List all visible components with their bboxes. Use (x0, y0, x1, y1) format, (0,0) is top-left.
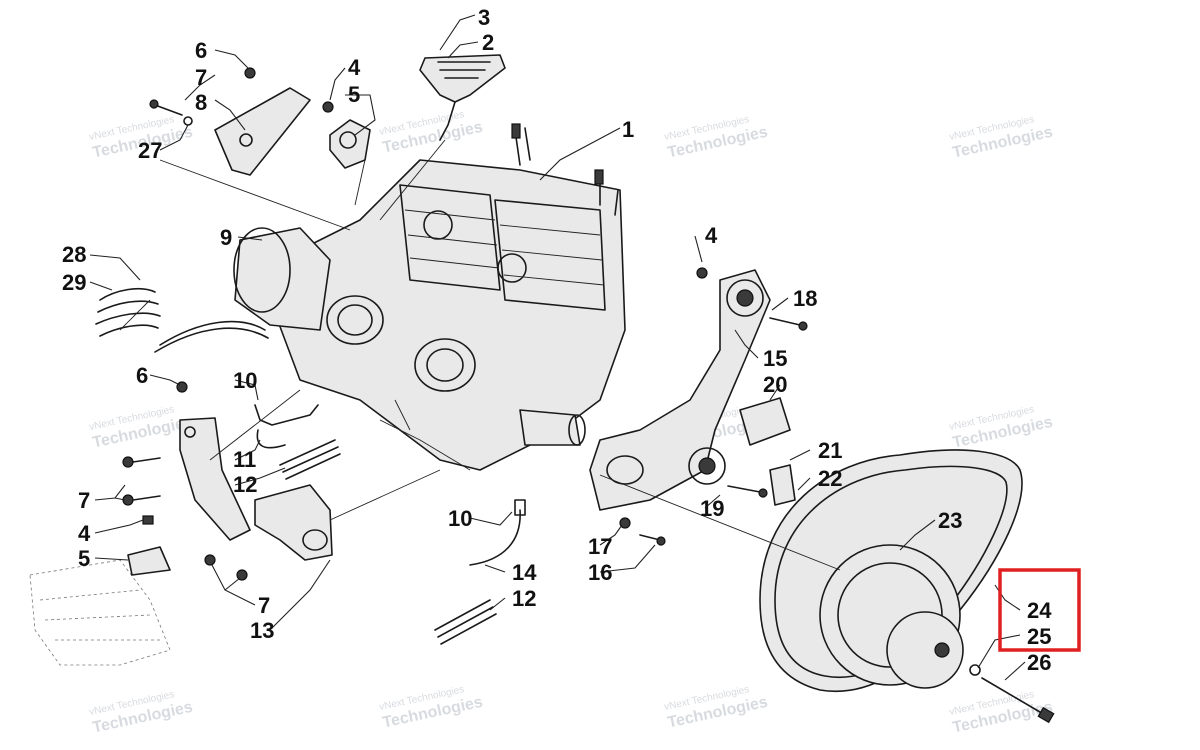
chaincase-plate (589, 267, 808, 546)
callout-10: 10 (233, 368, 257, 393)
callout-5: 5 (348, 82, 360, 107)
callout-4: 4 (348, 55, 361, 80)
callout-24: 24 (1027, 598, 1052, 623)
rear-engine-mount (122, 381, 333, 581)
callout-20: 20 (763, 372, 787, 397)
callout-10: 10 (448, 506, 472, 531)
callout-7: 7 (258, 593, 270, 618)
callout-5: 5 (78, 546, 90, 571)
callout-1: 1 (622, 117, 634, 142)
callout-22: 22 (818, 466, 842, 491)
callout-8: 8 (195, 90, 207, 115)
leader-lines (89, 14, 1026, 681)
callout-9: 9 (220, 225, 232, 250)
callout-4: 4 (705, 223, 718, 248)
callout-26: 26 (1027, 650, 1051, 675)
callout-4: 4 (78, 521, 91, 546)
drive-clutch (759, 449, 1055, 724)
starter-handle (419, 54, 506, 141)
callout-23: 23 (938, 508, 962, 533)
top-mount-bracket (149, 67, 371, 176)
callout-7: 7 (78, 488, 90, 513)
callout-12: 12 (233, 472, 257, 497)
callout-27: 27 (138, 138, 162, 163)
chassis-outline (29, 559, 171, 666)
callout-2: 2 (482, 30, 494, 55)
callout-12: 12 (512, 586, 536, 611)
callout-labels: 3 2 1 6 7 8 27 4 5 9 28 29 4 18 15 20 21… (62, 5, 1052, 675)
callout-7: 7 (195, 65, 207, 90)
callout-17: 17 (588, 534, 612, 559)
callout-18: 18 (793, 286, 817, 311)
callout-11: 11 (233, 447, 256, 472)
exhaust-springs (95, 288, 269, 353)
callout-25: 25 (1027, 624, 1051, 649)
callout-13: 13 (250, 618, 274, 643)
callout-28: 28 (62, 242, 86, 267)
callout-29: 29 (62, 270, 86, 295)
callout-14: 14 (512, 560, 537, 585)
assembly-lines (119, 139, 841, 571)
engine-block (233, 123, 626, 471)
callout-21: 21 (818, 438, 842, 463)
fuel-lines (254, 404, 526, 645)
highlight-box (998, 568, 1081, 652)
callout-16: 16 (588, 560, 612, 585)
callout-15: 15 (763, 346, 787, 371)
callout-19: 19 (700, 496, 724, 521)
callout-3: 3 (478, 5, 490, 30)
callout-6: 6 (136, 363, 148, 388)
callout-6: 6 (195, 38, 207, 63)
